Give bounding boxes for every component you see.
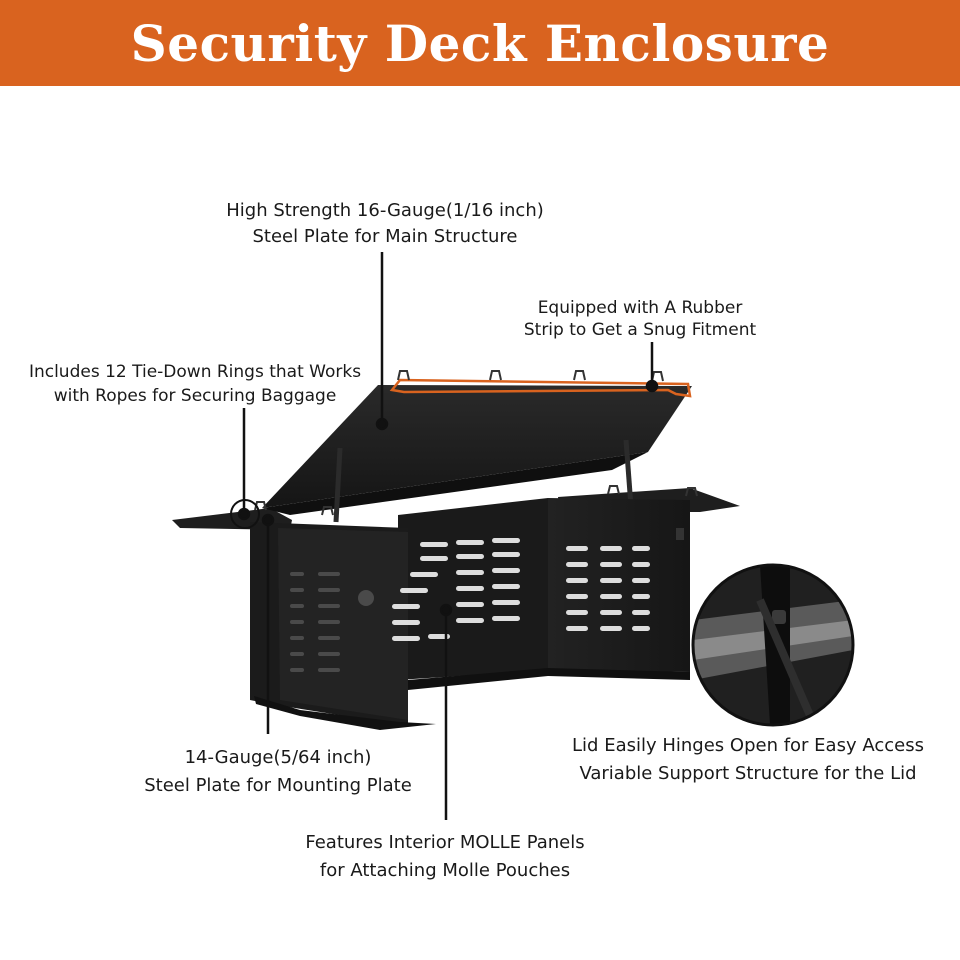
callout-lid-hinge: Lid Easily Hinges Open for Easy Access V… <box>542 732 954 788</box>
callout-molle-panels: Features Interior MOLLE Panels for Attac… <box>270 829 620 885</box>
callout-line: 14-Gauge(5/64 inch) <box>184 747 372 768</box>
callout-steel-main-structure: High Strength 16-Gauge(1/16 inch) Steel … <box>200 198 570 250</box>
molle-slots-left <box>290 572 374 672</box>
title-banner: Security Deck Enclosure <box>0 0 960 86</box>
callout-line: Steel Plate for Main Structure <box>252 226 518 247</box>
callout-rubber-strip: Equipped with A Rubber Strip to Get a Sn… <box>490 297 790 341</box>
lid-strut-left <box>333 447 343 523</box>
tie-down-rings <box>254 370 698 516</box>
callout-line: High Strength 16-Gauge(1/16 inch) <box>226 200 544 221</box>
callout-mounting-plate: 14-Gauge(5/64 inch) Steel Plate for Moun… <box>118 744 438 800</box>
page-title: Security Deck Enclosure <box>130 13 830 73</box>
callout-line: Features Interior MOLLE Panels <box>305 832 585 853</box>
callout-leaders <box>237 252 659 820</box>
callout-line: Equipped with A Rubber <box>537 298 743 318</box>
callout-line: Includes 12 Tie-Down Rings that Works <box>28 362 362 382</box>
lid-panel <box>262 385 692 508</box>
callout-line: with Ropes for Securing Baggage <box>53 386 337 406</box>
callout-line: Variable Support Structure for the Lid <box>579 763 917 784</box>
callout-line: Strip to Get a Snug Fitment <box>523 320 757 340</box>
callout-tie-down-rings: Includes 12 Tie-Down Rings that Works wi… <box>0 360 390 408</box>
callout-line: Lid Easily Hinges Open for Easy Access <box>572 735 924 756</box>
left-front-face <box>278 528 408 720</box>
lid-hinge-zoom <box>691 563 855 727</box>
callout-line: for Attaching Molle Pouches <box>319 860 571 881</box>
mounting-plate <box>254 696 436 730</box>
rubber-strip <box>389 378 692 398</box>
callout-line: Steel Plate for Mounting Plate <box>144 775 412 796</box>
latch <box>676 528 684 540</box>
molle-slots-back <box>392 538 520 641</box>
lid-underside <box>262 452 648 515</box>
bottom-rail <box>408 668 690 690</box>
right-side-panel <box>548 498 690 672</box>
molle-slots-right <box>566 546 650 631</box>
